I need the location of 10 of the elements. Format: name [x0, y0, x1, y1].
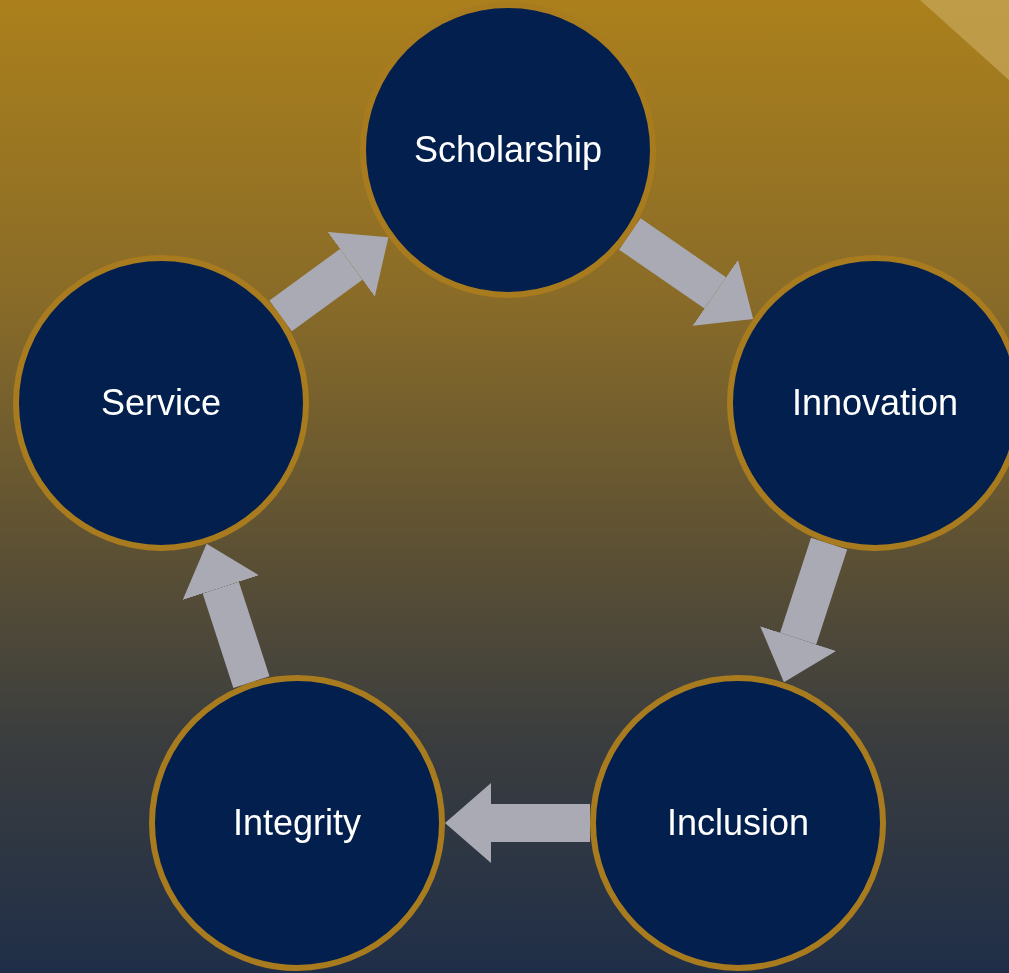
- node-label: Scholarship: [413, 129, 603, 171]
- node-label: Integrity: [232, 802, 362, 844]
- node-label: Service: [100, 382, 221, 424]
- block-arrow: [445, 783, 590, 863]
- block-arrow: [619, 218, 754, 326]
- block-arrow: [760, 537, 848, 683]
- node-label: Innovation: [791, 382, 959, 424]
- block-arrow: [182, 543, 270, 689]
- block-arrow: [269, 231, 389, 332]
- node-label: Inclusion: [666, 802, 810, 844]
